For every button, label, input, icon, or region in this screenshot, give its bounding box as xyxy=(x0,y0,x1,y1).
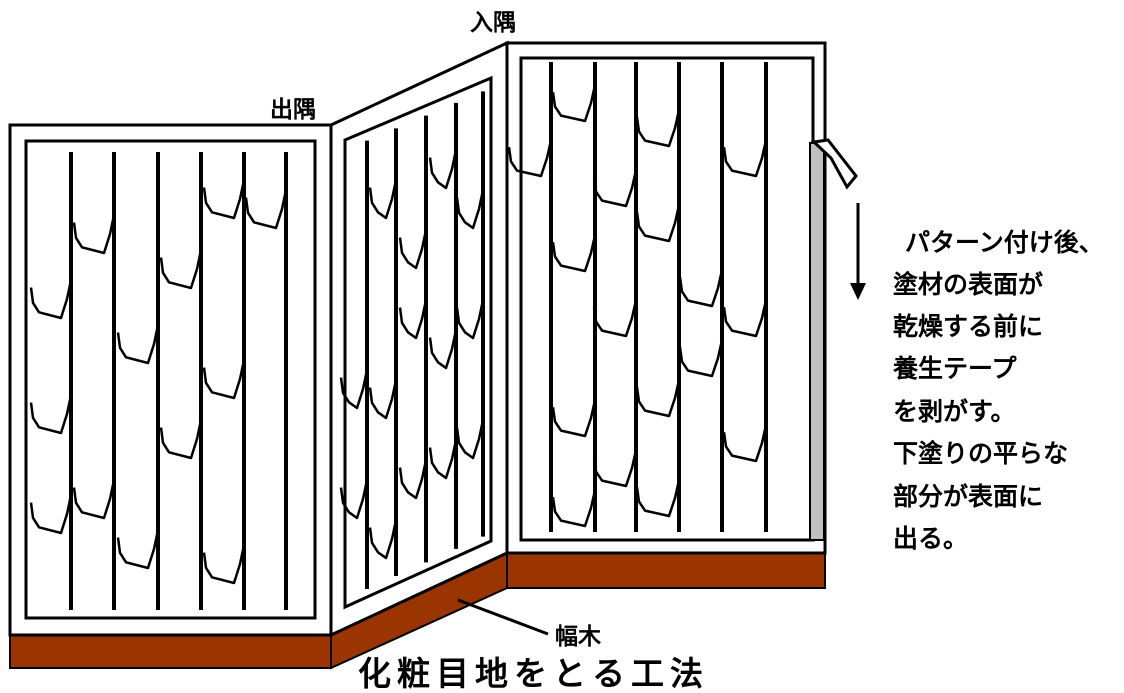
coating-edge xyxy=(428,329,458,370)
note-line: 出る。 xyxy=(893,524,968,553)
note-line: を剥がす。 xyxy=(893,397,1016,426)
coating-edge xyxy=(29,279,73,320)
coating-edge xyxy=(635,204,681,243)
coating-edge xyxy=(29,394,73,435)
baseboard-leader-line xyxy=(457,598,549,636)
coating-edge xyxy=(551,399,597,438)
coating-edge xyxy=(368,519,398,560)
outer-corner-label: 出隅 xyxy=(270,97,316,123)
coating-edge xyxy=(159,419,203,460)
coating-edge xyxy=(428,439,458,480)
baseboard-label: 幅木 xyxy=(555,624,601,650)
coating-edge xyxy=(368,179,398,220)
coating-edge xyxy=(398,299,428,340)
coating-edge xyxy=(635,379,681,418)
coating-edge xyxy=(551,84,597,123)
coating-edge xyxy=(29,494,73,535)
joint-lines-left xyxy=(29,152,288,610)
coating-edge xyxy=(159,249,203,290)
down-arrow-icon xyxy=(850,203,866,300)
coating-edge xyxy=(455,419,485,460)
tape-roll-icon xyxy=(810,138,858,190)
coating-edge xyxy=(455,189,485,230)
coating-edge xyxy=(678,269,724,308)
wall-panel-left xyxy=(8,123,333,637)
coating-edge xyxy=(398,229,428,270)
coating-edge xyxy=(398,459,428,500)
coating-edge xyxy=(635,109,681,148)
joint-lines-middle xyxy=(339,91,485,590)
diagram-title: 化粧目地をとる工法 xyxy=(358,654,709,693)
coating-edge xyxy=(678,339,724,378)
baseboard-left xyxy=(9,634,332,669)
coating-edge xyxy=(592,169,638,208)
inner-corner-label: 入隅 xyxy=(470,10,516,36)
coating-edge xyxy=(635,479,681,518)
masking-tape-strip xyxy=(809,142,825,541)
coating-edge xyxy=(244,189,288,230)
note-line: 塗材の表面が xyxy=(893,270,1043,299)
coating-edge xyxy=(72,479,116,520)
wall-panel-middle xyxy=(329,40,509,638)
note-line: 部分が表面に xyxy=(893,482,1043,511)
coating-edge xyxy=(202,359,246,400)
note-line: 養生テープ xyxy=(893,354,1018,383)
coating-edge xyxy=(551,234,597,273)
coating-edge xyxy=(428,149,458,190)
note-line: 乾燥する前に xyxy=(893,312,1043,341)
baseboard-right xyxy=(506,552,826,589)
baseboard-strips xyxy=(9,551,826,670)
coating-edge xyxy=(592,449,638,488)
coating-edge xyxy=(722,139,768,178)
wall-panel-right xyxy=(505,41,858,555)
joint-lines-right xyxy=(507,62,768,532)
coating-edge xyxy=(339,369,369,410)
coating-edge xyxy=(72,214,116,255)
coating-edge xyxy=(722,424,768,463)
coating-edge xyxy=(202,544,246,585)
coating-edge xyxy=(551,489,597,528)
coating-edge xyxy=(202,179,246,220)
coating-edge xyxy=(339,479,369,520)
coating-edge xyxy=(592,299,638,338)
coating-edge xyxy=(116,324,160,365)
note-line: パターン付け後、 xyxy=(905,228,1104,257)
coating-edge xyxy=(507,139,553,178)
coating-edge xyxy=(455,299,485,340)
coating-edge xyxy=(722,299,768,338)
coating-edge xyxy=(116,529,160,570)
coating-edge xyxy=(368,379,398,420)
process-note: パターン付け後、 塗材の表面が 乾燥する前に 養生テープ を剥がす。 下塗りの平… xyxy=(893,228,1104,553)
note-line: 下塗りの平らな xyxy=(893,439,1068,468)
